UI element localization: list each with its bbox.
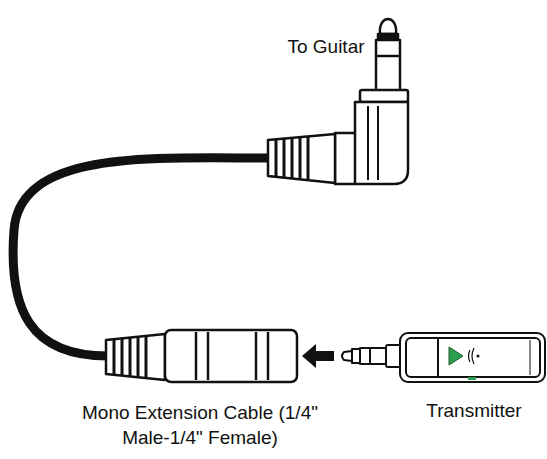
female-jack bbox=[106, 330, 297, 382]
plug-label: To Guitar bbox=[266, 34, 386, 59]
cable-label: Mono Extension Cable (1/4" Male-1/4" Fem… bbox=[80, 400, 320, 450]
insert-arrow bbox=[302, 344, 334, 368]
transmitter-label: Transmitter bbox=[400, 398, 547, 423]
cable bbox=[13, 158, 268, 356]
transmitter bbox=[342, 333, 545, 382]
